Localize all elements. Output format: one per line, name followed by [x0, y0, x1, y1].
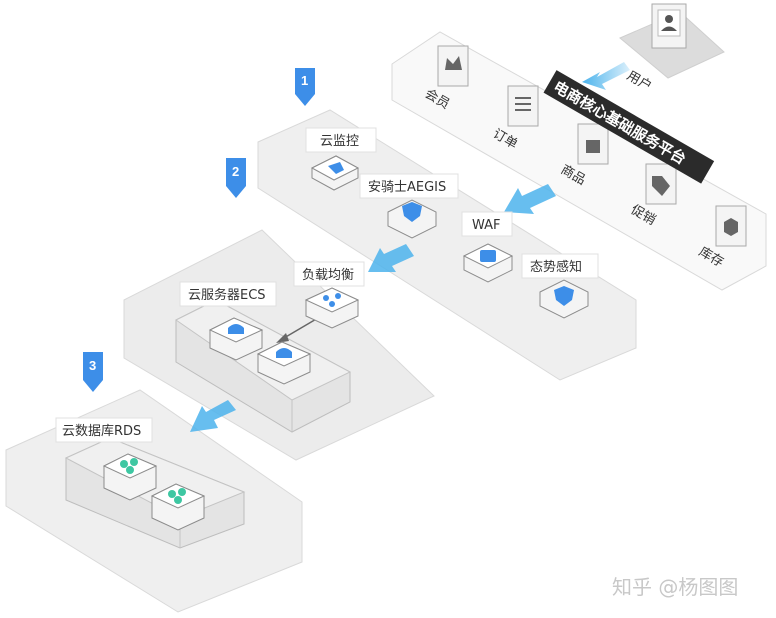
step-marker-3: 3	[83, 352, 103, 392]
load-balancer-label: 负载均衡	[302, 268, 354, 283]
aegis-node: 安骑士AEGIS	[359, 173, 459, 239]
arrow-compute-to-data	[190, 400, 236, 432]
step-number: 1	[301, 73, 308, 88]
bag-icon	[586, 140, 600, 153]
list-icon	[515, 97, 531, 111]
user-icon	[665, 15, 673, 23]
cloud-monitor-node: 云监控	[305, 127, 377, 191]
network-icon	[323, 293, 341, 307]
module-inventory: 库存	[696, 205, 747, 270]
database-icon	[120, 458, 138, 474]
server-icon	[228, 324, 244, 334]
tag-icon	[652, 176, 670, 196]
crown-icon	[445, 56, 462, 70]
firewall-icon	[480, 250, 496, 262]
shield-icon	[402, 202, 422, 222]
step-number: 3	[89, 358, 96, 373]
shield-eye-icon	[554, 286, 574, 306]
database-icon	[168, 488, 186, 504]
rds-node: 云数据库RDS	[55, 417, 206, 531]
box-icon	[724, 218, 738, 236]
arrow-lb-to-ecs	[276, 317, 319, 343]
arrow-security-to-compute	[368, 244, 414, 272]
ecs-node: 云服务器ECS	[179, 281, 312, 385]
load-balancer-node: 负载均衡	[293, 261, 365, 329]
user-label: 用户	[624, 68, 655, 95]
situation-awareness-label: 态势感知	[530, 259, 582, 275]
waf-label: WAF	[472, 218, 501, 233]
step-marker-1: 1	[295, 68, 315, 106]
arrow-user-to-platform	[582, 62, 630, 90]
module-member: 会员	[422, 45, 469, 112]
cloud-monitor-label: 云监控	[320, 134, 359, 149]
step-number: 2	[232, 164, 239, 179]
waf-node: WAF	[461, 211, 514, 283]
situation-awareness-node: 态势感知	[521, 253, 599, 319]
watermark: 知乎 @杨图图	[612, 575, 738, 599]
ecs-label: 云服务器ECS	[188, 287, 266, 303]
arrow-platform-to-security	[504, 184, 556, 214]
rds-label: 云数据库RDS	[62, 423, 141, 439]
module-promotion: 促销	[628, 163, 677, 228]
step-marker-2: 2	[226, 158, 246, 198]
monitor-icon	[328, 162, 344, 174]
server-icon	[276, 348, 292, 358]
aegis-label: 安骑士AEGIS	[368, 180, 446, 195]
